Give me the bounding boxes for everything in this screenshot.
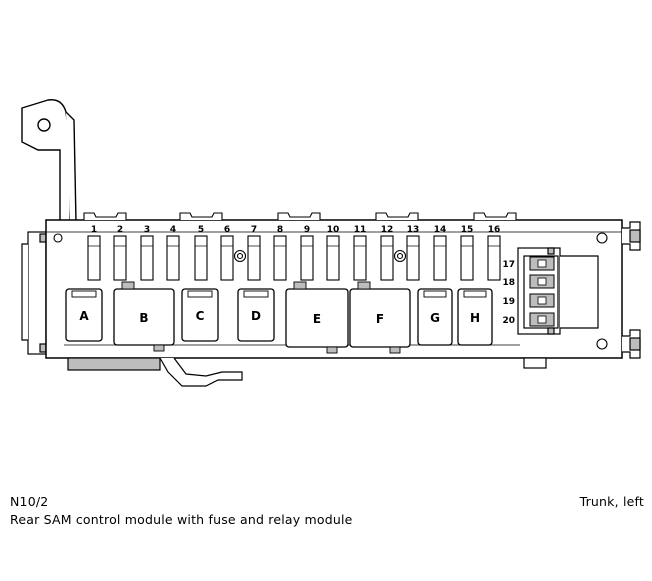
fuse-16: 16 bbox=[487, 225, 501, 281]
module-location: Trunk, left bbox=[579, 494, 644, 509]
module-description: Rear SAM control module with fuse and re… bbox=[10, 512, 353, 527]
fuse-9: 9 bbox=[300, 225, 314, 281]
fuse-7: 7 bbox=[247, 225, 261, 281]
relay-label-G: G bbox=[430, 311, 440, 325]
module-code: N10/2 bbox=[10, 494, 49, 509]
connector-pin-19: 19 bbox=[502, 293, 555, 308]
fuse-label-9: 9 bbox=[304, 225, 310, 235]
relay-B: B bbox=[113, 281, 175, 352]
relay-G: G bbox=[417, 288, 453, 346]
relay-label-D: D bbox=[251, 309, 261, 323]
fuse-label-8: 8 bbox=[277, 225, 283, 235]
fuse-5: 5 bbox=[194, 225, 208, 281]
bottom-latch bbox=[67, 357, 547, 387]
fuse-label-14: 14 bbox=[434, 225, 447, 235]
relay-E: E bbox=[285, 281, 349, 354]
relay-label-A: A bbox=[79, 309, 89, 323]
pin-label-19: 19 bbox=[502, 297, 515, 307]
fuse-label-3: 3 bbox=[144, 225, 150, 235]
right-end-caps bbox=[622, 221, 641, 359]
fuse-label-10: 10 bbox=[327, 225, 340, 235]
screw-holes bbox=[53, 232, 608, 350]
connector-pin-18: 18 bbox=[502, 274, 555, 289]
fuse-15: 15 bbox=[460, 225, 474, 281]
fuse-label-2: 2 bbox=[117, 225, 123, 235]
fuse-label-7: 7 bbox=[251, 225, 257, 235]
fuse-label-6: 6 bbox=[224, 225, 230, 235]
fuse-11: 11 bbox=[353, 225, 367, 281]
mounting-bracket bbox=[21, 99, 77, 223]
pin-label-20: 20 bbox=[502, 316, 515, 326]
fuse-label-11: 11 bbox=[354, 225, 367, 235]
pin-label-18: 18 bbox=[502, 278, 515, 288]
connector-pins: 17 18 19 20 bbox=[502, 256, 555, 327]
relay-label-F: F bbox=[376, 312, 384, 326]
relay-label-E: E bbox=[313, 312, 321, 326]
fuse-1: 1 bbox=[87, 225, 101, 281]
fuse-label-12: 12 bbox=[381, 225, 394, 235]
relay-D: D bbox=[237, 288, 275, 342]
relay-A: A bbox=[65, 288, 103, 342]
connector-pin-17: 17 bbox=[502, 256, 555, 271]
left-end-cap bbox=[21, 231, 47, 355]
fuse-label-16: 16 bbox=[488, 225, 501, 235]
fuse-label-15: 15 bbox=[461, 225, 474, 235]
fuse-8: 8 bbox=[273, 225, 287, 281]
fuse-label-1: 1 bbox=[91, 225, 97, 235]
fuse-3: 3 bbox=[140, 225, 154, 281]
relay-row: A B C D E F G H bbox=[65, 281, 493, 354]
fuse-6: 6 bbox=[220, 225, 234, 281]
connector-pin-20: 20 bbox=[502, 312, 555, 327]
relay-label-C: C bbox=[196, 309, 205, 323]
fuse-2: 2 bbox=[113, 225, 127, 281]
fuse-12: 12 bbox=[380, 225, 394, 281]
fuse-13: 13 bbox=[406, 225, 420, 281]
pin-label-17: 17 bbox=[502, 260, 515, 270]
relay-F: F bbox=[349, 281, 411, 354]
fuse-label-5: 5 bbox=[198, 225, 204, 235]
fuse-4: 4 bbox=[166, 225, 180, 281]
relay-C: C bbox=[181, 288, 219, 342]
fuse-label-4: 4 bbox=[170, 225, 176, 235]
top-clips bbox=[83, 212, 517, 220]
relay-label-H: H bbox=[470, 311, 480, 325]
relay-H: H bbox=[457, 288, 493, 346]
fuse-10: 10 bbox=[326, 225, 340, 281]
fuse-label-13: 13 bbox=[407, 225, 420, 235]
relay-label-B: B bbox=[139, 311, 148, 325]
fuse-14: 14 bbox=[433, 225, 447, 281]
